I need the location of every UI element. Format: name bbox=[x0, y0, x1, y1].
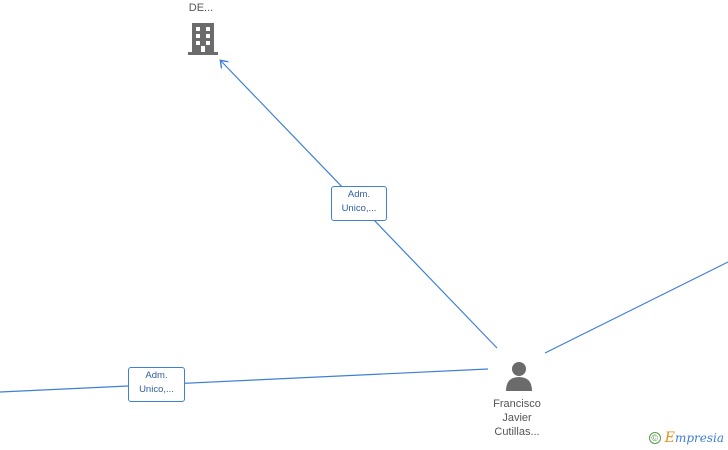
edge-label-line: Unico,... bbox=[341, 203, 377, 214]
person-node-label[interactable]: Francisco Javier Cutillas... bbox=[477, 397, 557, 439]
person-icon[interactable] bbox=[503, 360, 535, 392]
brand-initial: E bbox=[664, 430, 675, 446]
edge-label-company[interactable]: Adm. Unico,... bbox=[331, 186, 387, 221]
company-node-label[interactable]: DE... bbox=[188, 2, 214, 14]
brand-logo: Empresia bbox=[665, 430, 724, 446]
watermark: © Empresia bbox=[648, 430, 724, 446]
edge-label-line: Adm. bbox=[347, 189, 371, 200]
edge-person-right bbox=[544, 261, 728, 354]
building-icon[interactable] bbox=[186, 21, 220, 57]
person-label-line: Francisco bbox=[493, 398, 541, 410]
copyright-icon: © bbox=[648, 432, 661, 444]
edge-label-line: Adm. bbox=[145, 370, 168, 381]
person-label-line: Cutillas... bbox=[494, 426, 540, 438]
edge-person-left bbox=[0, 368, 489, 393]
edge-label-line: Unico,... bbox=[139, 384, 174, 395]
person-label-line: Javier bbox=[502, 412, 532, 424]
edge-label-left[interactable]: Adm. Unico,... bbox=[128, 367, 185, 402]
brand-name: mpresia bbox=[674, 431, 724, 445]
